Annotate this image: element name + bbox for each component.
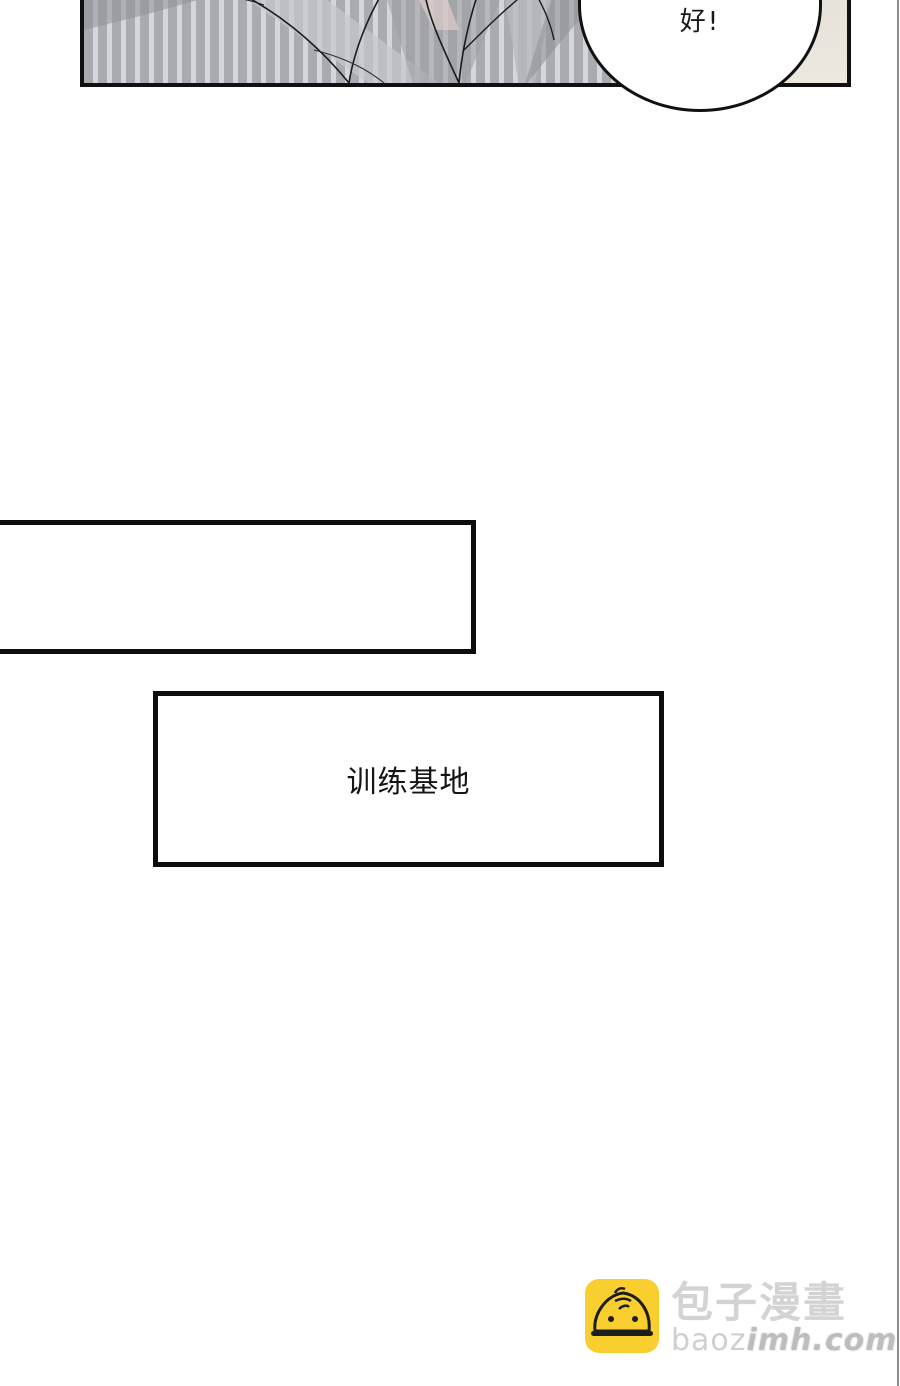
page-edge-line [897, 0, 899, 1386]
speech-bubble-text: 好! [679, 7, 721, 37]
watermark-url-suffix: imh.com [746, 1323, 898, 1358]
baozi-logo-icon [585, 1279, 659, 1353]
caption-box-empty [0, 520, 476, 654]
watermark-brand-url: baozimh.com [671, 1325, 897, 1357]
watermark-url-prefix: baoz [671, 1323, 747, 1358]
baozi-bun-icon [591, 1286, 653, 1336]
watermark-brand-name: 包子漫畫 [671, 1278, 848, 1327]
speech-bubble: 好! [578, 0, 822, 112]
watermark: 包子漫畫 baozimh.com [585, 1278, 896, 1359]
location-caption-text: 训练基地 [346, 765, 471, 800]
caption-box-location: 训练基地 [153, 691, 664, 867]
